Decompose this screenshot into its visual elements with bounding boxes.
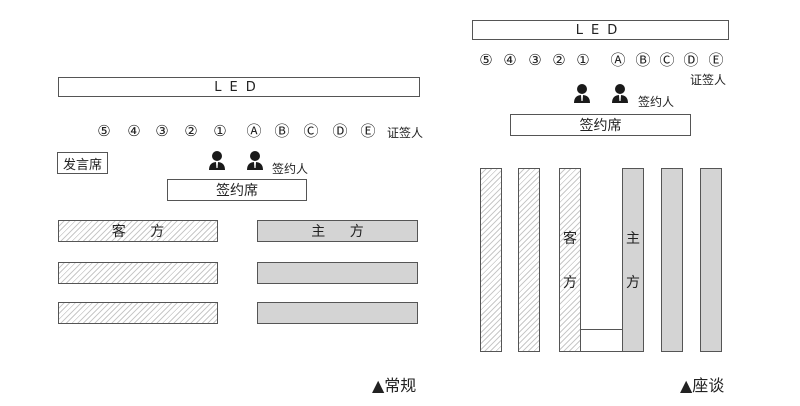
led-screen: LED: [58, 77, 420, 97]
host-table-3: [257, 302, 418, 324]
host-seat-2: ②: [184, 122, 198, 140]
witness-label: 证签人: [387, 126, 424, 140]
guest-seat-e: Ⓔ: [360, 122, 376, 140]
guest-table-middle: [518, 168, 540, 352]
host-table-inner: [622, 168, 644, 352]
guest-seat-d: Ⓓ: [332, 122, 348, 140]
host-seat-2: ②: [552, 51, 566, 69]
signing-desk-label: 签约席: [579, 118, 622, 134]
speaker-podium: 发言席: [57, 152, 108, 174]
guest-seat-c: Ⓒ: [303, 122, 319, 140]
guest-seat-d: Ⓓ: [683, 51, 699, 69]
guest-seat-e: Ⓔ: [708, 51, 724, 69]
signer-icon: [209, 151, 225, 170]
guest-seat-a: Ⓐ: [610, 51, 626, 69]
witness-label: 证签人: [690, 73, 727, 87]
caption-discussion: ▲座谈: [680, 376, 725, 395]
host-table-label: 方: [626, 275, 640, 291]
guest-table-inner: [559, 168, 581, 352]
host-table-label: 主 方: [311, 224, 374, 240]
guest-table-label: 客 方: [111, 224, 175, 240]
guest-table-1: 客 方: [58, 220, 218, 242]
signer-icon: [612, 84, 628, 103]
led-label: LED: [575, 22, 626, 38]
caption-regular: ▲常规: [372, 376, 417, 395]
guest-table-outer: [480, 168, 502, 352]
signing-desk: 签约席: [167, 179, 307, 201]
host-seat-3: ③: [155, 122, 169, 140]
host-table-2: [257, 262, 418, 284]
signing-desk: 签约席: [510, 114, 691, 136]
signing-desk-label: 签约席: [216, 183, 258, 199]
guest-table-label: 方: [563, 275, 577, 291]
host-table-1: 主 方: [257, 220, 418, 242]
guest-seat-c: Ⓒ: [659, 51, 675, 69]
led-label: LED: [214, 79, 264, 95]
host-seat-4: ④: [127, 122, 141, 140]
guest-table-3: [58, 302, 218, 324]
connector-table: [580, 329, 623, 352]
host-seat-5: ⑤: [97, 122, 111, 140]
host-seat-5: ⑤: [479, 51, 493, 69]
host-table-outer: [700, 168, 722, 352]
host-seat-3: ③: [528, 51, 542, 69]
host-seat-1: ①: [576, 51, 590, 69]
speaker-podium-label: 发言席: [62, 157, 102, 173]
guest-seat-a: Ⓐ: [246, 122, 262, 140]
guest-seat-b: Ⓑ: [274, 122, 290, 140]
guest-table-label: 客: [563, 231, 577, 247]
host-seat-4: ④: [503, 51, 517, 69]
led-screen: LED: [472, 20, 729, 40]
host-table-middle: [661, 168, 683, 352]
guest-table-2: [58, 262, 218, 284]
guest-seat-b: Ⓑ: [635, 51, 651, 69]
signer-label: 签约人: [638, 95, 675, 109]
signer-label: 签约人: [272, 162, 309, 176]
signer-icon: [574, 84, 590, 103]
host-table-label: 主: [626, 231, 640, 247]
host-seat-1: ①: [213, 122, 227, 140]
signer-icon: [247, 151, 263, 170]
